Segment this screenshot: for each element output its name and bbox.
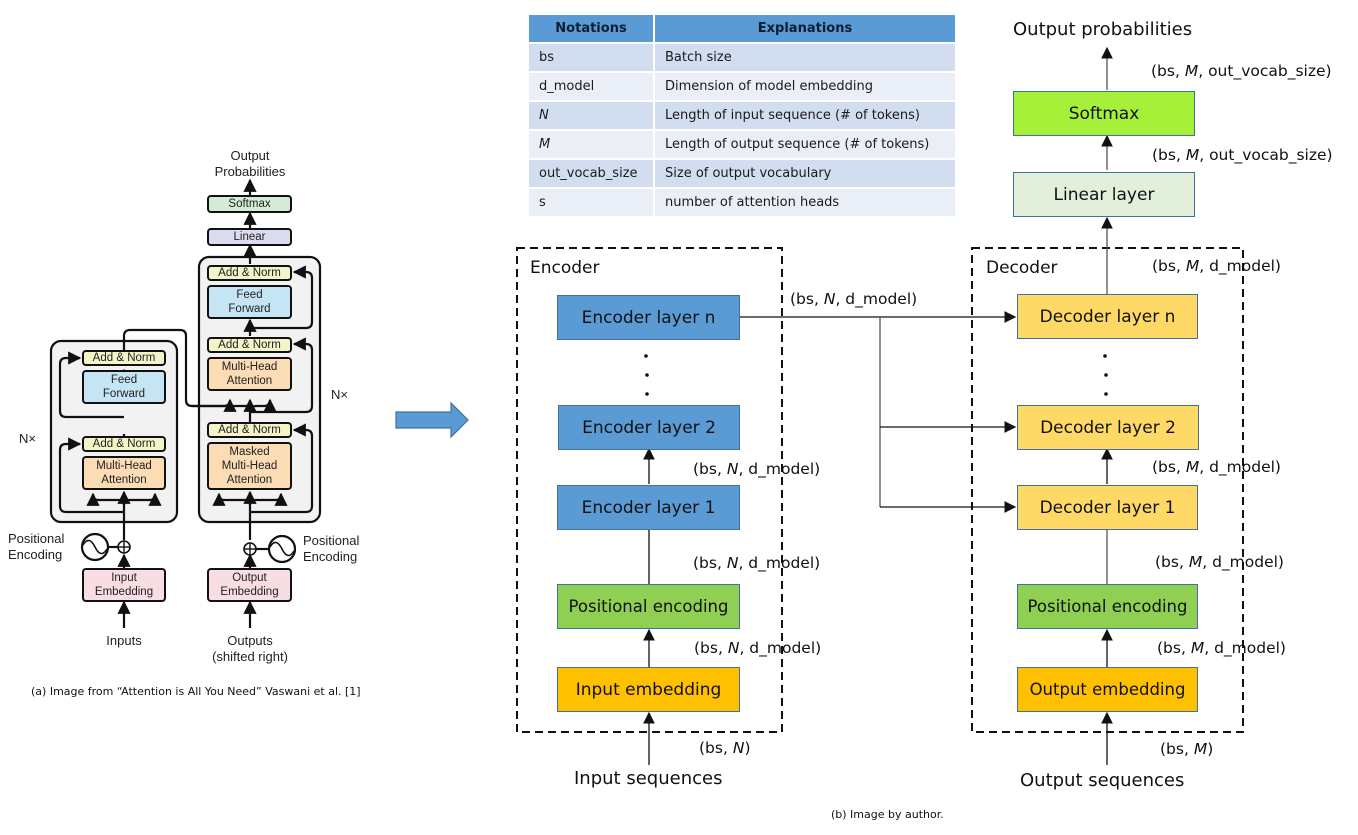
right-arrow-icon — [395, 401, 469, 439]
linear-block: Linear — [207, 228, 292, 246]
shape-label-enc-pe-out: (bs, N, d_model) — [693, 554, 821, 572]
input-embedding: Input embedding — [557, 667, 740, 712]
notation-cell: out_vocab_size — [529, 160, 653, 187]
explanation-cell: Length of input sequence (# of tokens) — [655, 102, 955, 129]
decoder-layer-1: Decoder layer 1 — [1017, 485, 1198, 530]
encoder-nx-label: N× — [19, 431, 36, 446]
explanation-cell: Length of output sequence (# of tokens) — [655, 131, 955, 158]
figure-a-lines — [49, 178, 322, 628]
explanation-cell: Dimension of model embedding — [655, 73, 955, 100]
shape-label-enc-emb-out: (bs, N, d_model) — [694, 639, 822, 657]
inputs-label: Inputs — [106, 633, 142, 648]
notation-cell: s — [529, 189, 653, 216]
input-sequences-label: Input sequences — [574, 768, 723, 789]
figure-b-caption: (b) Image by author. — [831, 808, 944, 821]
decoder-positional-label: Positional Encoding — [303, 533, 360, 564]
notation-cell: M — [529, 131, 653, 158]
figure-a-caption: (a) Image from “Attention is All You Nee… — [31, 685, 361, 698]
explanation-cell: Size of output vocabulary — [655, 160, 955, 187]
outputs-label: Outputs (shifted right) — [212, 633, 288, 664]
shape-label-dec-emb-out: (bs, M, d_model) — [1157, 639, 1286, 657]
decoder-title: Decoder — [986, 258, 1058, 278]
decoder-layer-2: Decoder layer 2 — [1017, 405, 1199, 450]
table-row: s number of attention heads — [529, 189, 955, 216]
decoder-layer-n: Decoder layer n — [1017, 294, 1198, 339]
table-row: M Length of output sequence (# of tokens… — [529, 131, 955, 158]
softmax-block: Softmax — [207, 195, 292, 213]
output-embedding: Output embedding — [1017, 667, 1198, 712]
notation-cell: N — [529, 102, 653, 129]
linear-layer: Linear layer — [1013, 172, 1195, 217]
encoder-layer-2: Encoder layer 2 — [558, 405, 740, 450]
output-probabilities-label: Output Probabilities — [214, 148, 286, 179]
encoder-stack-frame — [49, 339, 179, 524]
explanation-cell: number of attention heads — [655, 189, 955, 216]
figure-b-lines — [516, 46, 1244, 765]
table-row: d_model Dimension of model embedding — [529, 73, 955, 100]
header-explanations: Explanations — [655, 15, 955, 42]
shape-label-enc-out: (bs, N, d_model) — [790, 290, 918, 308]
notation-cell: d_model — [529, 73, 653, 100]
table-row: out_vocab_size Size of output vocabulary — [529, 160, 955, 187]
shape-label-dec-out: (bs, M, d_model) — [1152, 257, 1281, 275]
output-sequences-label: Output sequences — [1020, 770, 1185, 791]
encoder-positional-label: Positional Encoding — [8, 531, 65, 562]
encoder-add-norm-2: Add & Norm — [82, 350, 166, 366]
table-header-row: Notations Explanations — [529, 15, 955, 42]
decoder-add-norm-1: Add & Norm — [207, 422, 292, 438]
shape-label-dec-pe-out: (bs, M, d_model) — [1155, 553, 1284, 571]
notation-cell: bs — [529, 44, 653, 71]
table-row: bs Batch size — [529, 44, 955, 71]
notation-table: Notations Explanations bs Batch size d_m… — [527, 13, 957, 218]
shape-label-linear-out: (bs, M, out_vocab_size) — [1152, 146, 1333, 164]
output-probabilities-label: Output probabilities — [1013, 19, 1193, 40]
encoder-title: Encoder — [530, 258, 600, 278]
table-row: N Length of input sequence (# of tokens) — [529, 102, 955, 129]
shape-label-enc-1-2: (bs, N, d_model) — [693, 460, 821, 478]
shape-label-softmax-out: (bs, M, out_vocab_size) — [1151, 62, 1332, 80]
explanation-cell: Batch size — [655, 44, 955, 71]
encoder-layer-1: Encoder layer 1 — [557, 485, 740, 530]
decoder-nx-label: N× — [331, 387, 348, 402]
decoder-positional-encoding: Positional encoding — [1017, 584, 1198, 629]
encoder-add-norm-1: Add & Norm — [82, 436, 166, 452]
ellipsis-dots — [644, 354, 1108, 396]
shape-label-enc-in: (bs, N) — [699, 739, 751, 757]
decoder-add-norm-2: Add & Norm — [207, 337, 292, 353]
decoder-add-norm-3: Add & Norm — [207, 265, 292, 281]
softmax-layer: Softmax — [1013, 91, 1195, 136]
encoder-frame — [516, 247, 783, 733]
shape-label-dec-1-2: (bs, M, d_model) — [1152, 458, 1281, 476]
header-notations: Notations — [529, 15, 653, 42]
shape-label-dec-in: (bs, M) — [1160, 740, 1214, 758]
encoder-positional-encoding: Positional encoding — [557, 584, 740, 629]
encoder-layer-n: Encoder layer n — [557, 295, 740, 340]
